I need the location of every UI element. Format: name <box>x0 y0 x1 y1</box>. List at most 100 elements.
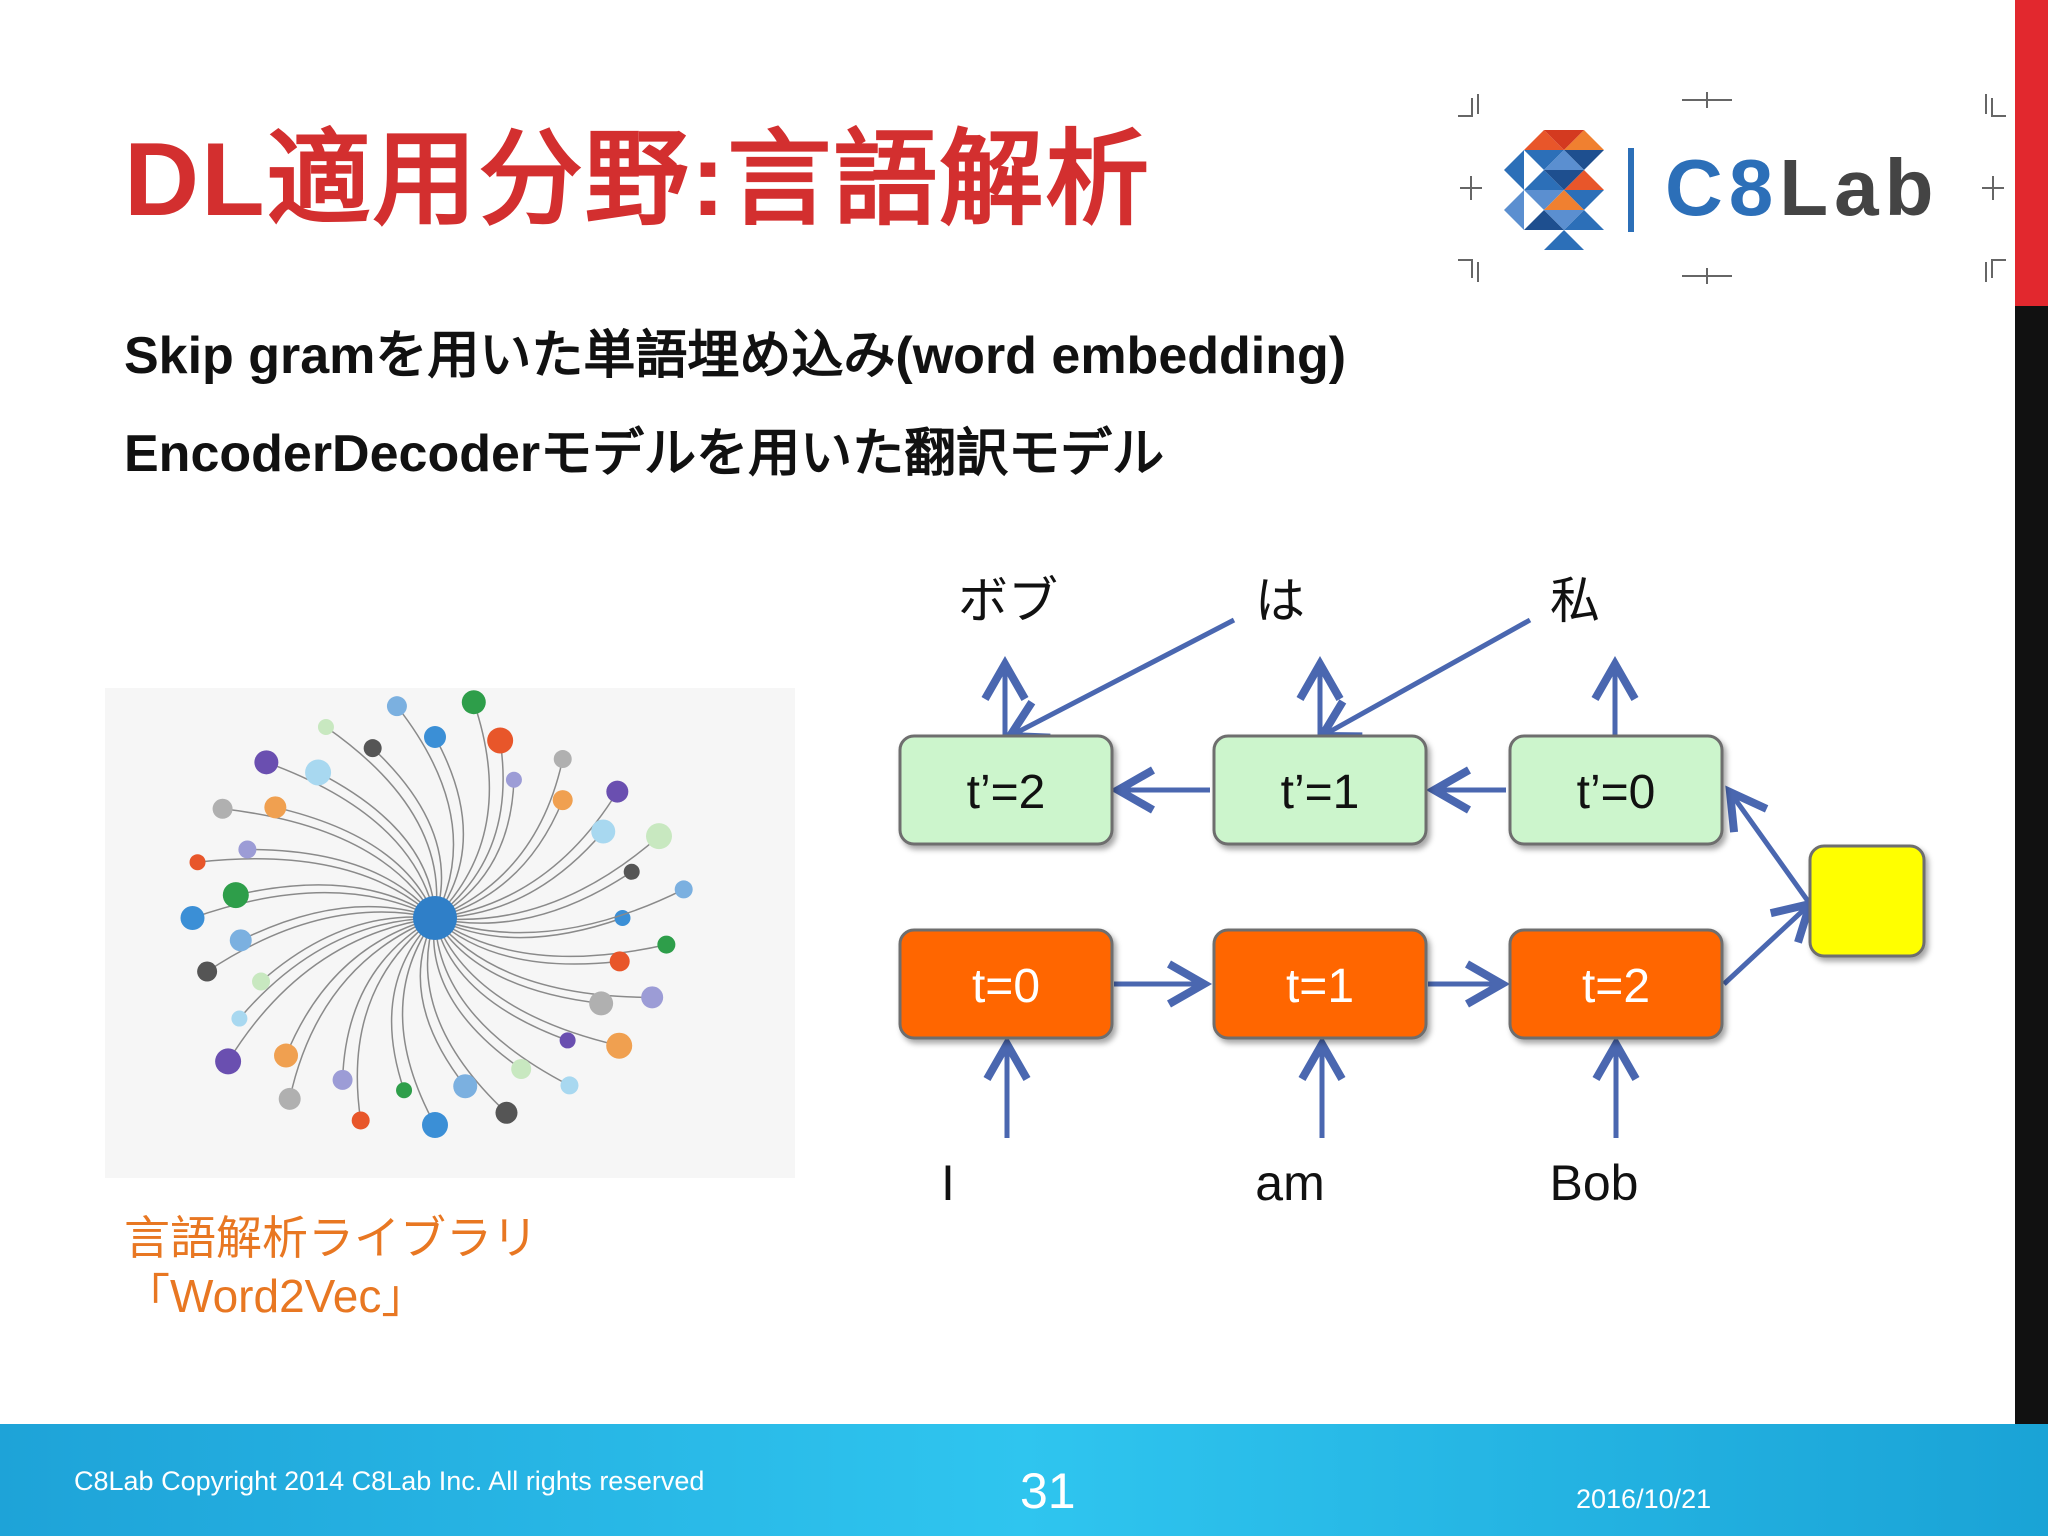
graph-edge <box>396 705 455 919</box>
graph-edge <box>434 736 465 919</box>
edge-dark-bar <box>2015 306 2048 1424</box>
graph-node <box>589 991 614 1016</box>
graph-edge <box>238 917 436 1020</box>
encoder-box-1 <box>898 928 1114 1040</box>
logo-c8-text: C8 <box>1665 143 1780 232</box>
graph-edge <box>266 761 436 919</box>
graph-edge <box>285 917 436 1056</box>
word2vec-graph-image <box>105 688 795 1178</box>
graph-node <box>559 1032 576 1049</box>
graph-edge <box>288 917 436 1100</box>
graph-node <box>212 798 233 819</box>
graph-edge <box>434 740 504 919</box>
decoder-box-3 <box>1508 734 1724 846</box>
arrow-feedback-1 <box>1002 617 1236 742</box>
edge-accent-bar <box>2015 0 2048 306</box>
graph-node <box>332 1069 353 1090</box>
decoder-box-1 <box>898 734 1114 846</box>
graph-node <box>317 718 334 735</box>
graph-edge <box>222 808 436 919</box>
output-label-2: は <box>1255 573 1305 629</box>
graph-node <box>552 790 573 811</box>
graph-edge <box>240 905 436 942</box>
encoder-box-2 <box>1212 928 1428 1040</box>
graph-node <box>645 823 672 850</box>
decoder-label-2: t’=1 <box>1281 766 1360 819</box>
graph-edge <box>434 835 660 921</box>
graph-edge <box>434 917 570 1087</box>
graph-node <box>274 1043 299 1068</box>
encoder-box-3 <box>1508 928 1724 1040</box>
graph-node <box>623 863 640 880</box>
graph-node <box>606 1032 633 1059</box>
graph-node <box>278 1087 301 1110</box>
graph-node <box>609 951 630 972</box>
input-label-1: I <box>941 1155 955 1211</box>
encoder-label-3: t=2 <box>1582 960 1650 1013</box>
graph-edge <box>434 917 653 999</box>
graph-node <box>511 1058 532 1079</box>
context-vector-box <box>1808 844 1926 958</box>
graph-node <box>560 1076 579 1095</box>
graph-node <box>461 690 486 715</box>
graph-node <box>351 1111 370 1130</box>
graph-edge <box>434 917 620 1047</box>
graph-node <box>264 796 287 819</box>
encoder-decoder-svg: ボブ は 私 <box>898 573 1926 1211</box>
graph-node <box>553 750 572 769</box>
graph-edge <box>197 858 436 919</box>
graph-node <box>396 1082 413 1099</box>
graph-edge <box>434 831 604 919</box>
page-number: 31 <box>1020 1463 1076 1519</box>
encoder-decoder-diagram: ボブ は 私 <box>850 560 1990 1240</box>
arrow-feedback-2 <box>1314 617 1532 741</box>
graph-node <box>591 819 616 844</box>
c8lab-logo <box>1452 88 2012 288</box>
graph-node <box>363 739 382 758</box>
graph-edge <box>206 911 436 973</box>
logo-divider <box>1628 148 1634 232</box>
arrow-enc-to-context <box>1722 898 1816 986</box>
word2vec-network <box>180 690 693 1138</box>
graph-node <box>305 759 332 786</box>
decoder-label-3: t’=0 <box>1577 766 1656 819</box>
graph-edge <box>260 916 436 983</box>
graph-node <box>453 1074 478 1099</box>
graph-node <box>254 750 279 775</box>
caption-line-2: 「Word2Vec」 <box>124 1269 428 1322</box>
graph-node <box>505 771 522 788</box>
graph-edge <box>356 917 436 1121</box>
graph-node <box>189 854 206 871</box>
graph-node <box>180 906 205 930</box>
decoder-label-1: t’=2 <box>967 766 1046 819</box>
bullet-encoder-decoder: EncoderDecoderモデルを用いた翻訳モデル <box>124 425 1165 483</box>
footer-bar <box>0 1424 2048 1536</box>
graph-edge <box>434 917 620 965</box>
decoder-box-2 <box>1212 734 1428 846</box>
graph-node <box>231 1010 248 1027</box>
graph-edge <box>235 884 436 919</box>
graph-edge <box>434 871 633 924</box>
graph-edge <box>434 917 667 958</box>
input-label-2: am <box>1255 1155 1324 1211</box>
footer-copyright: C8Lab Copyright 2014 C8Lab Inc. All righ… <box>74 1466 705 1496</box>
graph-edge <box>341 917 436 1080</box>
graph-node <box>487 727 514 754</box>
graph-node <box>606 780 629 803</box>
graph-edge <box>401 917 436 1126</box>
graph-edge <box>434 791 618 919</box>
graph-node <box>238 840 257 859</box>
graph-node <box>197 961 218 982</box>
graph-node <box>657 935 676 954</box>
graph-node <box>422 1112 448 1138</box>
graph-edge <box>434 888 685 934</box>
graph-edge <box>325 726 438 919</box>
encoder-label-1: t=0 <box>972 960 1040 1013</box>
graph-caption: 言語解析ライブラリ 「Word2Vec」 <box>124 1210 538 1325</box>
graph-node <box>252 972 271 991</box>
logo-wordmark: C8Lab <box>1665 148 1940 228</box>
graph-node <box>674 880 693 899</box>
bullet-skip-gram: Skip gramを用いた単語埋め込み(word embedding) <box>124 327 1347 385</box>
graph-node <box>229 929 252 952</box>
encoder-label-2: t=1 <box>1286 960 1354 1013</box>
